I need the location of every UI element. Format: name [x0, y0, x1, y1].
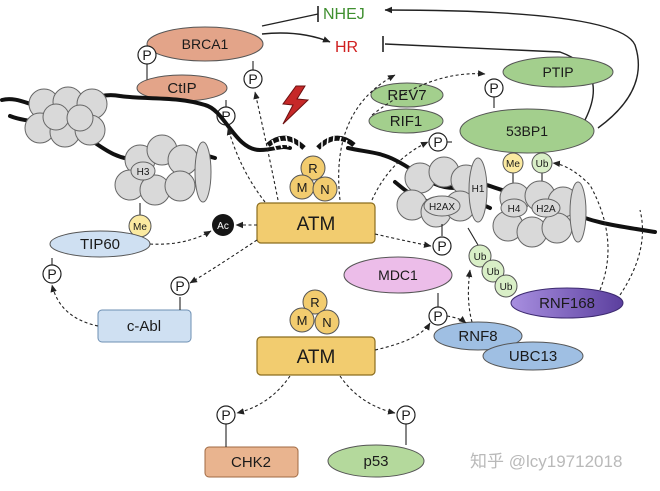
svg-text:P: P	[221, 108, 230, 124]
svg-text:H2AX: H2AX	[429, 202, 455, 213]
svg-text:P: P	[142, 47, 151, 63]
svg-text:P: P	[433, 308, 442, 324]
chk2-node: CHK2	[204, 446, 299, 478]
p53-phospho: P	[396, 405, 416, 445]
rnf168-node: RNF168	[510, 287, 624, 319]
rnf8-node: RNF8	[433, 321, 523, 351]
svg-text:RNF8: RNF8	[458, 328, 497, 345]
cabl-node: c-Abl	[97, 309, 192, 343]
svg-text:Me: Me	[133, 222, 147, 233]
svg-text:P: P	[175, 278, 184, 294]
h2ax-phospho: P	[432, 224, 452, 256]
svg-text:H3: H3	[137, 167, 150, 178]
svg-text:CHK2: CHK2	[231, 454, 271, 471]
rif1-node: RIF1	[368, 108, 444, 134]
brca1-node: BRCA1	[146, 26, 264, 62]
ubc13-node: UBC13	[482, 341, 584, 371]
brca1-inhibits-nhej-line	[261, 13, 319, 27]
svg-text:P: P	[433, 134, 442, 150]
svg-text:MDC1: MDC1	[378, 267, 418, 283]
atm-complex-upper: R M N ATM	[256, 155, 376, 244]
rev7-node: REV7	[370, 82, 444, 108]
tip60-node: TIP60	[49, 230, 151, 258]
nhej-label: NHEJ	[323, 6, 365, 23]
svg-text:RIF1: RIF1	[390, 113, 423, 130]
ubiquitin-chain: Ub Ub Ub	[467, 227, 518, 298]
svg-text:R: R	[308, 161, 317, 176]
svg-text:ATM: ATM	[297, 214, 336, 235]
svg-text:UBC13: UBC13	[509, 348, 557, 365]
svg-text:REV7: REV7	[387, 87, 426, 104]
nucleosome-h3: H3	[114, 134, 212, 206]
p53-node: p53	[327, 444, 425, 478]
svg-text:p53: p53	[363, 453, 388, 470]
svg-text:P: P	[248, 71, 257, 87]
53bp1-promotes-nhej-arrow	[384, 6, 639, 129]
svg-text:P: P	[437, 238, 446, 254]
nucleosome-h4-h2a: H4 H2A	[492, 180, 587, 248]
ptip-node: PTIP	[502, 56, 614, 88]
signaling-arrows	[50, 70, 643, 415]
watermark-text: 知乎 @lcy19712018	[470, 452, 622, 471]
svg-text:P: P	[47, 266, 56, 282]
svg-text:Ub: Ub	[536, 159, 549, 170]
ctip-phospho: P	[243, 61, 263, 89]
h1-label: H1	[472, 184, 485, 195]
chk2-phospho: P	[216, 405, 236, 447]
dsb-break-right	[316, 135, 356, 151]
ptip-phospho: P	[484, 78, 504, 108]
53bp1-node: 53BP1	[459, 108, 595, 154]
svg-text:N: N	[320, 182, 329, 197]
h2a-ubiquitin-mark: Ub	[531, 152, 553, 190]
svg-text:P: P	[401, 407, 410, 423]
tip60-phospho: P	[42, 258, 62, 284]
svg-text:BRCA1: BRCA1	[182, 36, 229, 52]
acetyl-mark: Ac	[212, 214, 234, 236]
svg-text:Me: Me	[506, 159, 520, 170]
svg-text:P: P	[221, 407, 230, 423]
cabl-phospho: P	[170, 276, 190, 310]
svg-text:TIP60: TIP60	[80, 236, 120, 253]
svg-text:M: M	[297, 313, 308, 328]
svg-text:RNF168: RNF168	[539, 295, 595, 312]
svg-text:H4: H4	[508, 204, 521, 215]
svg-text:ATM: ATM	[297, 347, 336, 368]
nucleosome-left	[24, 86, 108, 148]
53bp1-phospho: P	[428, 132, 452, 152]
svg-text:M: M	[297, 180, 308, 195]
svg-text:Ac: Ac	[217, 221, 229, 232]
svg-text:Ub: Ub	[474, 252, 487, 263]
nucleosome-h2ax: H2AX H1	[396, 156, 488, 228]
hr-label: HR	[335, 39, 358, 56]
brca1-promotes-hr-arrow	[261, 32, 331, 43]
mdc1-phospho: P	[428, 293, 448, 326]
svg-text:Ub: Ub	[500, 282, 513, 293]
svg-text:H2A: H2A	[536, 204, 556, 215]
brca1-phospho: P	[137, 45, 157, 80]
dsb-break-left	[266, 135, 306, 151]
svg-text:Ub: Ub	[487, 267, 500, 278]
svg-text:R: R	[310, 295, 319, 310]
mdc1-node: MDC1	[343, 256, 453, 294]
svg-text:PTIP: PTIP	[542, 64, 573, 80]
atm-complex-lower: R M N ATM	[256, 289, 376, 376]
svg-text:c-Abl: c-Abl	[127, 318, 161, 335]
lightning-icon	[282, 85, 310, 125]
svg-text:P: P	[489, 80, 498, 96]
svg-text:N: N	[322, 315, 331, 330]
h3-methyl-mark: Me	[128, 203, 152, 238]
svg-text:CtIP: CtIP	[167, 80, 196, 97]
svg-text:53BP1: 53BP1	[506, 123, 548, 139]
ctip-node: CtIP	[136, 74, 228, 102]
